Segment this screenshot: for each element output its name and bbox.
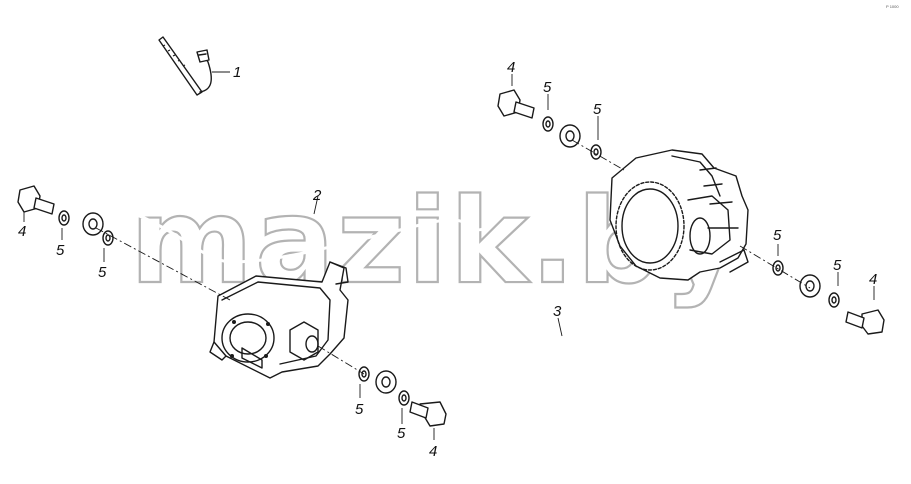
callout-4-right: 4 xyxy=(869,271,877,288)
part-4-bolt-right[interactable] xyxy=(845,309,885,335)
callout-5-top-a: 5 xyxy=(543,79,552,96)
callout-4-left: 4 xyxy=(18,223,26,240)
callout-5-left-b: 5 xyxy=(98,264,107,281)
callout-labels: 1 2 3 4 4 4 4 5 5 5 5 5 5 5 5 xyxy=(18,59,877,460)
part-4-bolt-left[interactable] xyxy=(17,185,55,215)
callout-5-left-a: 5 xyxy=(56,242,65,259)
callout-2: 2 xyxy=(312,187,322,204)
part-5-washer-f[interactable] xyxy=(398,390,410,406)
part-5-washer-g[interactable] xyxy=(772,260,784,276)
callout-4-top: 4 xyxy=(507,59,515,76)
part-1-cable-tie[interactable] xyxy=(158,36,212,96)
corner-mark: P 1000 xyxy=(886,4,899,9)
booster-housing-right xyxy=(609,149,749,281)
part-3-pipe-lower[interactable] xyxy=(390,284,808,382)
part-5-washer-h[interactable] xyxy=(828,292,840,308)
callout-5-right-b: 5 xyxy=(833,257,842,274)
callout-4-bottom: 4 xyxy=(429,443,437,460)
banjo-fitting-right xyxy=(799,274,821,298)
pump-housing-left xyxy=(209,261,349,379)
part-5-washer-d[interactable] xyxy=(590,144,602,160)
callout-1: 1 xyxy=(233,64,241,81)
callout-5-right-a: 5 xyxy=(773,227,782,244)
part-4-bolt-top[interactable] xyxy=(497,89,535,119)
callout-5-bottom-a: 5 xyxy=(355,401,364,418)
part-5-washer-c[interactable] xyxy=(542,116,554,132)
banjo-fitting-top xyxy=(559,124,581,148)
banjo-fitting-left xyxy=(82,212,104,236)
leader-lines xyxy=(23,71,875,440)
part-2-pipe-upper[interactable] xyxy=(96,138,568,264)
part-4-bolt-bottom[interactable] xyxy=(409,401,447,427)
banjo-fitting-bottom xyxy=(375,370,397,394)
part-5-washer-a[interactable] xyxy=(58,210,70,226)
callout-5-top-b: 5 xyxy=(593,101,602,118)
part-5-washer-b[interactable] xyxy=(102,230,114,246)
callout-3: 3 xyxy=(553,303,562,320)
callout-5-bottom-b: 5 xyxy=(397,425,406,442)
